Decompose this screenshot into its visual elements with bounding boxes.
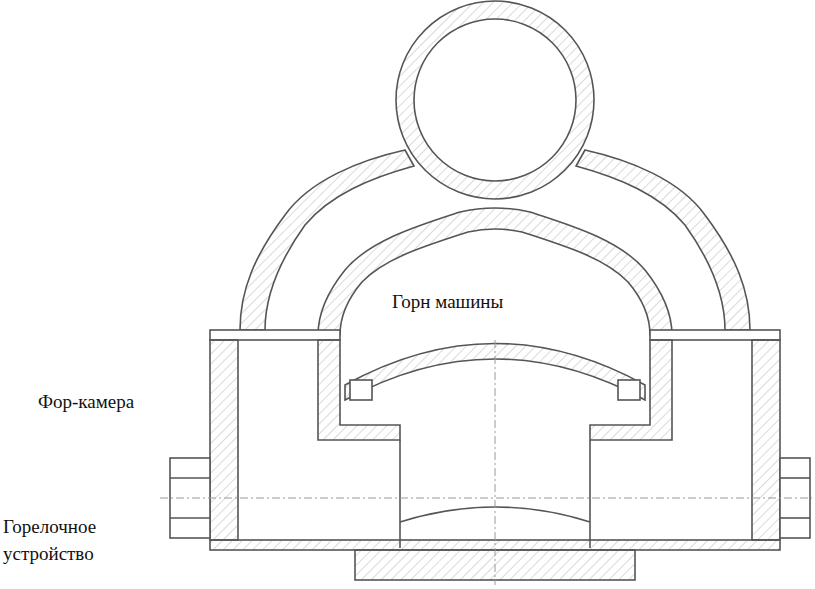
part-label: Горн машины bbox=[392, 288, 503, 315]
part-label: Фор-камера bbox=[38, 388, 134, 415]
part-label: Горелочное устройство bbox=[3, 513, 143, 567]
